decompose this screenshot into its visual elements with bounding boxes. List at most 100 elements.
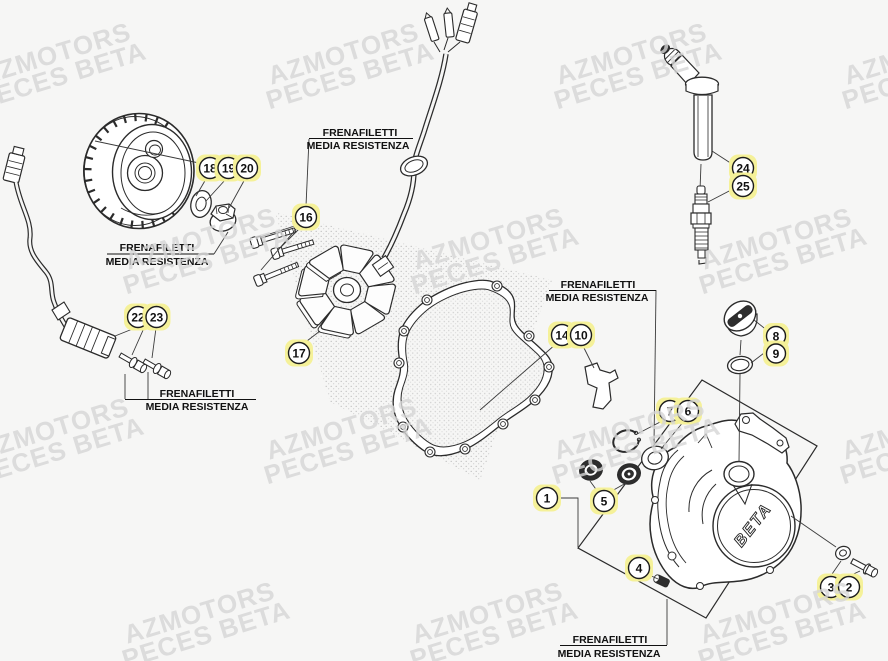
flywheel-notch: [151, 218, 156, 227]
flywheel-notch: [144, 113, 148, 122]
svg-text:18: 18: [203, 161, 217, 175]
note-cover-top: FRENAFILETTI MEDIA RESISTENZA: [546, 279, 656, 304]
flywheel-notch: [92, 198, 101, 205]
callout-6[interactable]: 6: [674, 397, 702, 425]
gasket-ear-hole: [526, 333, 532, 339]
flywheel-notch: [94, 134, 103, 142]
seal-ring-6: [641, 445, 669, 471]
spade-terminal-1: [424, 11, 440, 42]
cable-bracket: [584, 362, 619, 410]
flywheel-notch: [130, 220, 134, 229]
note-stator: FRENAFILETTI MEDIA RESISTENZA: [307, 127, 413, 152]
bolt: [249, 227, 297, 249]
gasket-ear: [398, 325, 410, 337]
gasket-ear: [497, 418, 509, 430]
svg-text:FRENAFILETTI: FRENAFILETTI: [561, 279, 636, 291]
callout-25[interactable]: 25: [729, 172, 757, 200]
svg-text:16: 16: [299, 210, 313, 224]
flywheel-notch: [108, 212, 115, 221]
flywheel-washer: [190, 190, 212, 218]
stator-assembly: [295, 2, 478, 339]
flywheel-notch: [84, 178, 93, 183]
stator-pole: [308, 245, 345, 280]
svg-text:MEDIA RESISTENZA: MEDIA RESISTENZA: [106, 256, 209, 268]
note-flywheel: FRENAFILETTI MEDIA RESISTENZA: [106, 242, 214, 268]
oil-seal-a: [579, 459, 603, 481]
gasket-ear: [459, 443, 471, 455]
callout-16[interactable]: 16: [292, 203, 320, 231]
spade-terminal-2: [443, 7, 455, 38]
stator-pole: [363, 283, 396, 315]
stator-wire-block: [371, 254, 395, 278]
gasket-ear: [523, 330, 535, 342]
flywheel-notch: [122, 115, 127, 124]
gasket-ear-hole: [494, 283, 500, 289]
stator-poles: [295, 244, 396, 339]
callout-5[interactable]: 5: [590, 487, 618, 515]
flywheel-notch: [102, 126, 110, 134]
callout-4[interactable]: 4: [625, 554, 653, 582]
cover-bolt: [850, 557, 879, 578]
oil-filler-cap: [723, 300, 758, 337]
flywheel-notch: [134, 113, 137, 122]
pickup-connector: [2, 145, 26, 184]
gasket-ear-hole: [401, 328, 407, 334]
svg-text:7: 7: [667, 404, 674, 418]
gasket-ear: [491, 280, 503, 292]
svg-text:10: 10: [574, 328, 588, 342]
callout-23[interactable]: 23: [142, 303, 171, 331]
clutch-cover: BETA: [649, 412, 802, 590]
cover-clutch-bulge: [712, 484, 796, 568]
gasket-ear: [424, 446, 436, 458]
ignition-coil: [660, 44, 720, 161]
oil-seal-b: [617, 463, 641, 485]
svg-text:FRENAFILETTI: FRENAFILETTI: [323, 127, 398, 139]
flywheel-notch: [100, 206, 107, 214]
cover-bolt-washer: [835, 545, 851, 561]
callout-10[interactable]: 10: [567, 321, 595, 349]
callout-1[interactable]: 1: [533, 484, 561, 512]
flywheel-notch: [89, 144, 97, 151]
svg-text:2: 2: [846, 580, 853, 594]
note-pickup: FRENAFILETTI MEDIA RESISTENZA: [125, 388, 256, 413]
svg-text:22: 22: [131, 310, 145, 324]
pickup-screw-2: [142, 358, 172, 380]
pickup-screw-1: [118, 352, 148, 374]
svg-text:8: 8: [773, 329, 780, 343]
svg-text:24: 24: [736, 161, 750, 175]
flywheel-notch: [112, 119, 118, 128]
cover-gasket: [392, 279, 555, 458]
flywheel-notch: [141, 220, 144, 229]
svg-text:6: 6: [685, 404, 692, 418]
flywheel-notch: [87, 188, 96, 194]
gasket-ear: [529, 394, 541, 406]
svg-text:20: 20: [240, 161, 254, 175]
gasket-ear: [421, 294, 433, 306]
gasket-ear-hole: [532, 397, 538, 403]
gasket-ear-hole: [424, 297, 430, 303]
pickup-bracket-tab: [51, 301, 71, 321]
gasket-ear: [543, 361, 555, 373]
flywheel-notch: [85, 156, 94, 160]
stator-pole: [339, 244, 374, 275]
stator-pole: [320, 305, 355, 336]
callout-20[interactable]: 20: [233, 154, 261, 182]
gasket-ear-hole: [546, 364, 552, 370]
gasket-ear-hole: [500, 421, 506, 427]
svg-text:FRENAFILETTI: FRENAFILETTI: [120, 242, 195, 254]
callout-9[interactable]: 9: [763, 340, 789, 367]
thread-lock-notes: FRENAFILETTI MEDIA RESISTENZA FRENAFILET…: [106, 127, 667, 660]
gasket-ear-hole: [462, 446, 468, 452]
note-cover-bottom: FRENAFILETTI MEDIA RESISTENZA: [558, 634, 667, 660]
circlip: [612, 429, 642, 453]
callout-2[interactable]: 2: [835, 573, 863, 601]
flywheel-notch: [119, 217, 124, 226]
svg-text:23: 23: [150, 310, 164, 324]
callout-badges: 18 19 20 16 17 22 23 24 25 14: [124, 154, 863, 601]
cap-alignment-line: [738, 339, 742, 463]
callout-17[interactable]: 17: [285, 339, 313, 367]
stator-bolts: [249, 227, 315, 287]
gasket-ear: [393, 357, 405, 369]
svg-text:MEDIA RESISTENZA: MEDIA RESISTENZA: [307, 140, 410, 152]
